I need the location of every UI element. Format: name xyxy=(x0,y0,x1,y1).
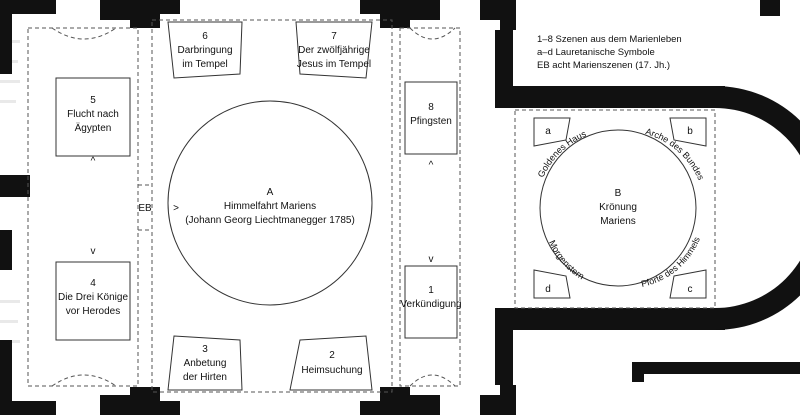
ceiling-fresco-b: B Krönung Mariens xyxy=(539,129,697,287)
scene-4-num: 4 xyxy=(90,278,96,289)
symbol-panel-a: a xyxy=(533,117,571,147)
fresco-a-letter: A xyxy=(267,187,274,198)
symbol-d-letter: d xyxy=(545,284,551,295)
scene-3-line2: der Hirten xyxy=(183,372,227,383)
fresco-b-line1: Krönung xyxy=(599,202,637,213)
scene-3-line1: Anbetung xyxy=(184,358,227,369)
arrow-up-left-marker: ^ xyxy=(91,156,96,167)
scene-panel-1: 1 Verkündigung xyxy=(400,265,462,339)
legend-line-3: EB acht Marienszenen (17. Jh.) xyxy=(537,60,670,71)
scene-4-line1: Die Drei Könige xyxy=(58,292,128,303)
scene-2-line1: Heimsuchung xyxy=(301,365,362,376)
scene-2-num: 2 xyxy=(329,350,335,361)
symbol-a-letter: a xyxy=(545,126,551,137)
scene-panel-2: 2 Heimsuchung xyxy=(289,335,373,391)
scene-panel-7: 7 Der zwölfjährige Jesus im Tempel xyxy=(295,21,373,79)
ceiling-fresco-a: A Himmelfahrt Mariens (Johann Georg Liec… xyxy=(167,100,373,306)
scene-7-num: 7 xyxy=(331,31,337,42)
scene-5-line1: Flucht nach xyxy=(67,109,119,120)
arrow-up-right-marker: ^ xyxy=(429,160,434,171)
scene-8-line1: Pfingsten xyxy=(410,116,452,127)
scene-panel-3: 3 Anbetung der Hirten xyxy=(167,335,243,391)
legend-line-1: 1–8 Szenen aus dem Marienleben xyxy=(537,34,682,45)
fresco-a-line2: (Johann Georg Liechtmanegger 1785) xyxy=(185,215,355,226)
scene-5-num: 5 xyxy=(90,95,96,106)
scene-6-num: 6 xyxy=(202,31,208,42)
symbol-c-letter: c xyxy=(688,284,693,295)
scene-panel-5: 5 Flucht nach Ägypten xyxy=(55,77,131,157)
arrow-down-right-marker: v xyxy=(429,254,434,265)
arrow-right-marker: > xyxy=(173,203,179,214)
scene-panel-4: 4 Die Drei Könige vor Herodes xyxy=(55,261,131,341)
scene-6-line2: im Tempel xyxy=(182,59,227,70)
scene-7-line2: Jesus im Tempel xyxy=(297,59,371,70)
legend-line-2: a–d Lauretanische Symbole xyxy=(537,47,655,58)
symbol-panel-d: d xyxy=(533,269,571,299)
symbol-panel-c: c xyxy=(669,269,707,299)
fresco-b-line2: Mariens xyxy=(600,216,636,227)
scene-panel-6: 6 Darbringung im Tempel xyxy=(167,21,243,79)
scene-3-num: 3 xyxy=(202,344,208,355)
eb-marker: EB xyxy=(138,203,152,214)
fresco-b-letter: B xyxy=(615,188,622,199)
scene-1-num: 1 xyxy=(428,285,434,296)
legend: 1–8 Szenen aus dem Marienleben a–d Laure… xyxy=(537,34,682,71)
vault-outlines xyxy=(27,19,716,393)
scene-5-line2: Ägypten xyxy=(75,122,112,134)
symbol-panel-b: b xyxy=(669,117,707,147)
scene-8-num: 8 xyxy=(428,102,434,113)
scene-4-line2: vor Herodes xyxy=(66,306,120,317)
scene-1-line1: Verkündigung xyxy=(400,299,461,310)
scene-7-line1: Der zwölfjährige xyxy=(298,45,370,56)
symbol-b-letter: b xyxy=(687,126,693,137)
scene-6-line1: Darbringung xyxy=(177,45,232,56)
scene-panel-8: 8 Pfingsten xyxy=(404,81,458,155)
fresco-a-line1: Himmelfahrt Mariens xyxy=(224,201,316,212)
arrow-down-left-marker: v xyxy=(91,246,96,257)
